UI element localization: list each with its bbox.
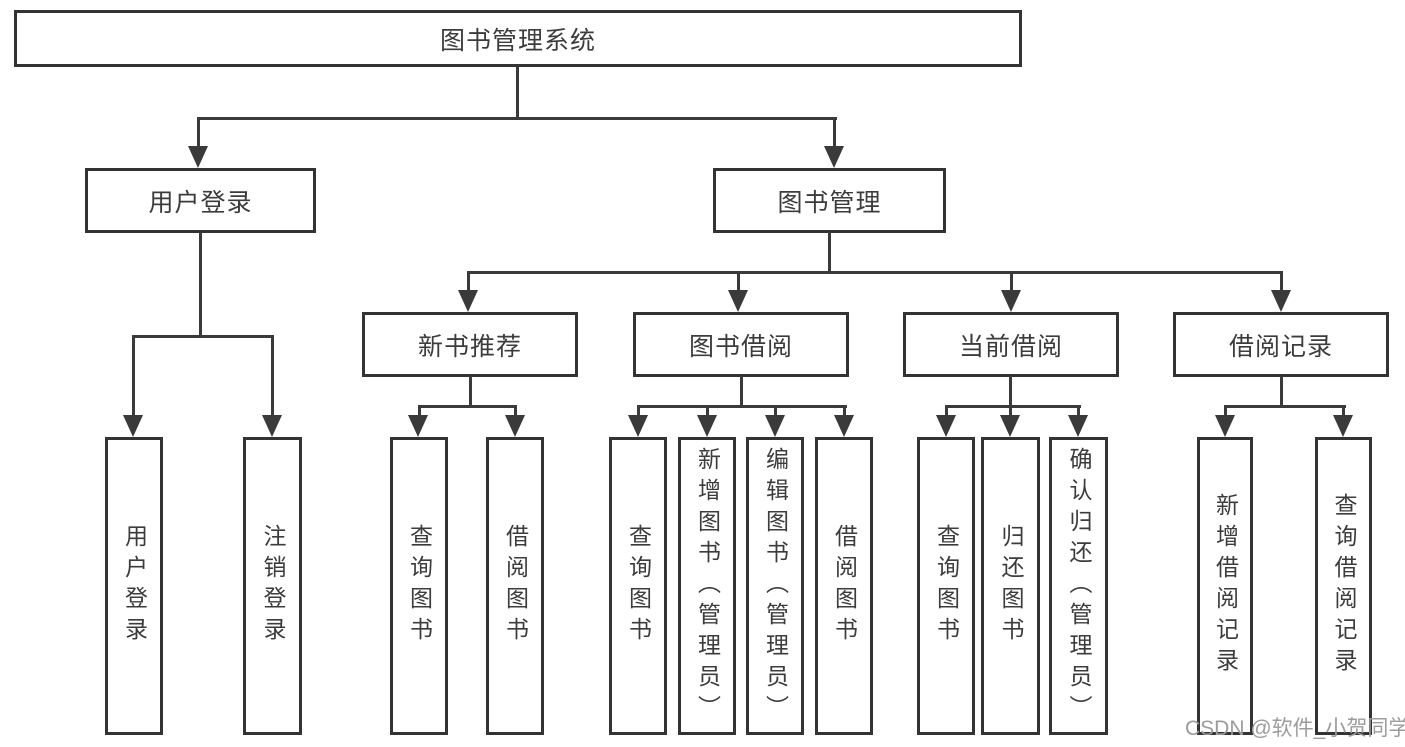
node-new-book-recommend: 新书推荐 — [362, 312, 578, 377]
connector-vline — [271, 335, 274, 417]
arrow-down-icon — [1000, 415, 1020, 437]
connector-vline — [945, 405, 948, 417]
node-book-borrow: 图书借阅 — [633, 312, 849, 377]
leaf-label: 确认归还（管理员） — [1066, 446, 1092, 726]
node-book-management: 图书管理 — [713, 168, 946, 233]
connector-vline — [469, 376, 472, 407]
arrow-down-icon — [1001, 290, 1021, 312]
arrow-down-icon — [505, 415, 525, 437]
leaf-label: 借阅图书 — [831, 524, 858, 648]
leaf-label: 注销登录 — [260, 524, 286, 648]
connector-vline — [843, 405, 846, 417]
leaf-label: 查询借阅记录 — [1331, 493, 1357, 679]
connector-vline — [1280, 271, 1283, 292]
connector-hline — [945, 405, 1081, 408]
arrow-down-icon — [262, 415, 282, 437]
leaf-records-add-record: 新增借阅记录 — [1197, 437, 1253, 735]
connector-vline — [828, 232, 831, 274]
arrow-down-icon — [936, 415, 956, 437]
node-current-borrow: 当前借阅 — [903, 312, 1119, 377]
node-borrow-records: 借阅记录 — [1173, 312, 1389, 377]
leaf-borrow-borrow-books: 借阅图书 — [815, 437, 873, 735]
arrow-down-icon — [628, 415, 648, 437]
arrow-down-icon — [408, 415, 428, 437]
arrow-down-icon — [1215, 415, 1235, 437]
arrow-down-icon — [458, 290, 478, 312]
arrow-down-icon — [1333, 415, 1353, 437]
csdn-watermark: CSDN @软件_小贺同学 — [1185, 717, 1405, 740]
arrow-down-icon — [824, 146, 844, 168]
connector-vline — [467, 271, 470, 292]
arrow-down-icon — [1068, 415, 1088, 437]
leaf-label: 查询图书 — [933, 524, 960, 648]
leaf-current-confirm-return-admin: 确认归还（管理员） — [1049, 437, 1108, 735]
connector-vline — [774, 405, 777, 417]
connector-vline — [1010, 271, 1013, 292]
connector-vline — [1077, 405, 1080, 417]
arrow-down-icon — [697, 415, 717, 437]
connector-vline — [737, 271, 740, 292]
arrow-down-icon — [765, 415, 785, 437]
connector-vline — [706, 405, 709, 417]
leaf-label: 新增图书（管理员） — [694, 446, 721, 726]
arrow-down-icon — [123, 415, 143, 437]
connector-vline — [514, 405, 517, 417]
leaf-label: 归还图书 — [998, 524, 1024, 648]
leaf-current-query-books: 查询图书 — [917, 437, 975, 735]
leaf-logout: 注销登录 — [243, 437, 302, 735]
arrow-down-icon — [834, 415, 854, 437]
leaf-records-query-record: 查询借阅记录 — [1315, 437, 1372, 735]
leaf-label: 用户登录 — [121, 524, 148, 648]
connector-hline — [1224, 405, 1346, 408]
arrow-down-icon — [728, 290, 748, 312]
connector-vline — [833, 117, 836, 147]
connector-vline — [1342, 405, 1345, 417]
leaf-borrow-query-books: 查询图书 — [609, 437, 667, 735]
connector-vline — [132, 335, 135, 417]
arrow-down-icon — [1271, 290, 1291, 312]
leaf-recommend-borrow-books: 借阅图书 — [486, 437, 544, 735]
connector-vline — [199, 232, 202, 338]
leaf-borrow-add-books-admin: 新增图书（管理员） — [678, 437, 736, 735]
connector-hline — [197, 117, 837, 120]
leaf-label: 编辑图书（管理员） — [762, 446, 789, 726]
connector-vline — [637, 405, 640, 417]
connector-vline — [1009, 405, 1012, 417]
leaf-user-login: 用户登录 — [105, 437, 163, 735]
connector-hline — [132, 335, 274, 338]
leaf-label: 借阅图书 — [502, 524, 529, 648]
connector-hline — [637, 405, 847, 408]
leaf-label: 查询图书 — [406, 524, 433, 648]
connector-vline — [1224, 405, 1227, 417]
connector-vline — [740, 376, 743, 407]
leaf-current-return-books: 归还图书 — [981, 437, 1040, 735]
arrow-down-icon — [188, 146, 208, 168]
leaf-label: 新增借阅记录 — [1212, 493, 1239, 679]
connector-hline — [418, 405, 517, 408]
connector-vline — [516, 67, 519, 118]
leaf-recommend-query-books: 查询图书 — [390, 437, 448, 735]
connector-vline — [197, 117, 200, 147]
connector-vline — [418, 405, 421, 417]
connector-hline — [467, 271, 1283, 274]
leaf-borrow-edit-books-admin: 编辑图书（管理员） — [746, 437, 804, 735]
node-user-login: 用户登录 — [85, 168, 316, 233]
connector-vline — [1280, 376, 1283, 407]
leaf-label: 查询图书 — [625, 524, 652, 648]
connector-vline — [1009, 376, 1012, 407]
node-root-library-system: 图书管理系统 — [14, 10, 1022, 67]
